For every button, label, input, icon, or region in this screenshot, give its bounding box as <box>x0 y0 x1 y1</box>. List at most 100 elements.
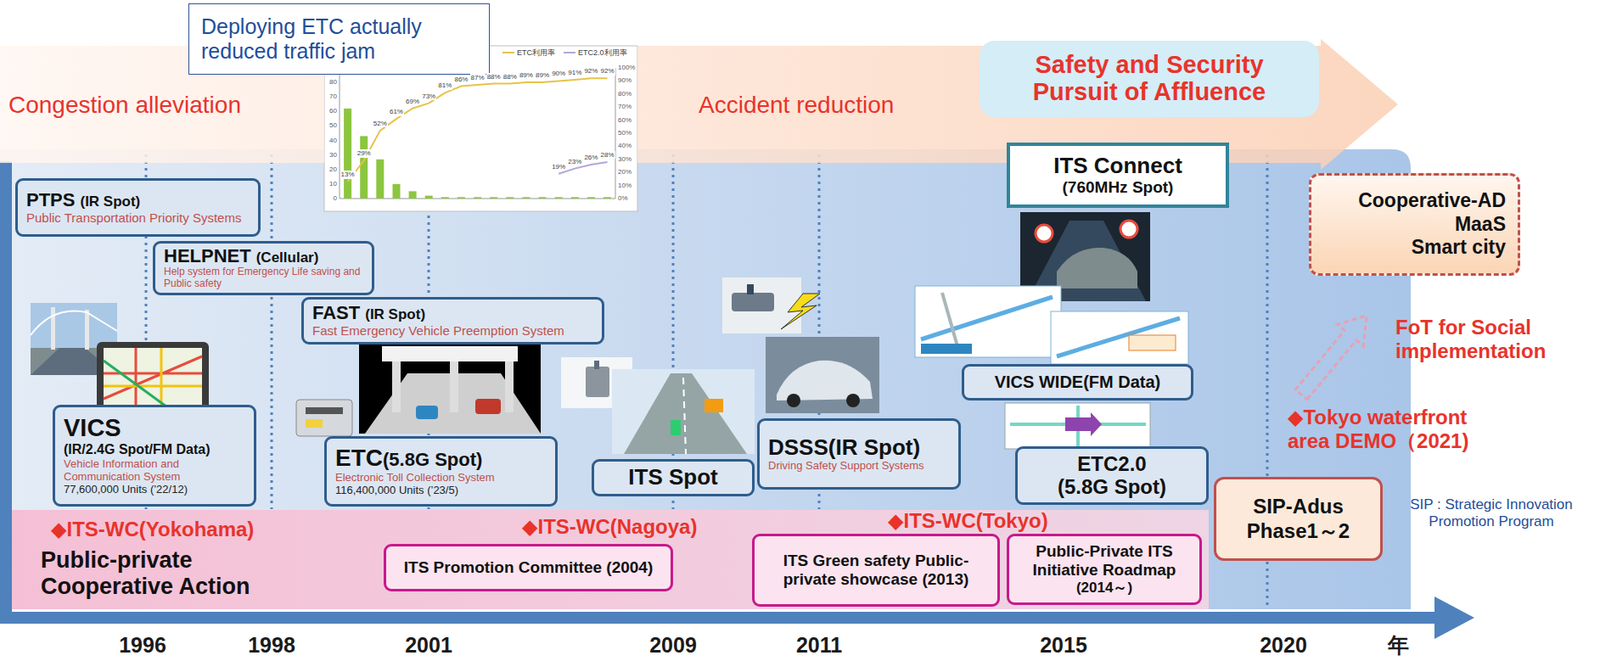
initiative-box: ITS Promotion Committee (2004) <box>383 544 674 592</box>
year-tick: 2011 <box>796 633 843 658</box>
system-name: FAST <box>312 302 360 324</box>
road-scene <box>611 369 755 455</box>
legend-entry: ETC2.0利用率 <box>563 48 628 58</box>
route-map <box>915 286 1062 358</box>
data-value: 26% <box>583 153 599 163</box>
goal-text: Safety and Security <box>988 51 1311 79</box>
data-value: 92% <box>583 67 599 76</box>
route-map <box>1004 403 1151 450</box>
axis-tick: 80 <box>329 78 337 87</box>
system-description: Help system for Emergency Life saving an… <box>163 266 364 291</box>
system-box: HELPNET(Cellular)Help system for Emergen… <box>152 241 375 296</box>
axis-tick: 10% <box>617 181 632 191</box>
axis-tick: 10 <box>329 179 337 189</box>
box-content: Public-Private ITS Initiative Roadmap(20… <box>1016 542 1193 596</box>
system-name: ITS Spot <box>600 465 746 491</box>
axis-unit: 年 <box>1387 633 1410 658</box>
data-value: 81% <box>437 81 453 90</box>
initiative-text: ITS Promotion Committee (2004) <box>392 558 664 578</box>
axis-tick: 70% <box>617 102 632 112</box>
data-value: 19% <box>550 162 567 172</box>
system-medium: (5.8G Spot) <box>382 449 483 471</box>
system-name: VICS <box>63 415 246 443</box>
system-name: ETC <box>335 444 383 472</box>
box-content: FAST(IR Spot)Fast Emergency Vehicle Pree… <box>312 303 594 338</box>
axis-tick: 0% <box>617 194 629 203</box>
data-value: 87% <box>470 73 486 83</box>
system-box: PTPS(IR Spot)Public Transportation Prior… <box>15 178 261 237</box>
data-value: 61% <box>388 107 405 117</box>
axis-tick: 50% <box>617 129 632 138</box>
event-marker: ◆ITS-WC(Yokohama) <box>50 518 254 541</box>
data-value: 13% <box>340 170 356 180</box>
system-box: VICS WIDE(FM Data) <box>961 364 1194 401</box>
year-tick: 2001 <box>404 633 453 658</box>
system-description: Electronic Toll Collection System <box>335 471 547 485</box>
axis-tick: 90% <box>617 76 632 85</box>
system-name: HELPNET <box>163 245 252 267</box>
callout-text: Deploying ETC actually reduced traffic j… <box>201 14 478 64</box>
system-box: ETC2.0(5.8G Spot) <box>1015 446 1209 506</box>
box-content: Cooperative-ADMaaSSmart city <box>1323 189 1506 260</box>
lightning-symbol <box>780 293 820 330</box>
system-name: ETC2.0 <box>1024 453 1200 476</box>
data-value: 52% <box>372 119 388 129</box>
box-content: PTPS(IR Spot)Public Transportation Prior… <box>26 190 250 225</box>
data-value: 73% <box>421 92 437 102</box>
box-content: SIP-Adus Phase1～2 <box>1223 494 1374 545</box>
future-box: Cooperative-ADMaaSSmart city <box>1308 173 1521 276</box>
system-description: Vehicle Information and Communication Sy… <box>63 458 246 484</box>
data-value: 88% <box>486 72 502 82</box>
axis-tick: 40 <box>329 136 337 146</box>
axis-tick: 20% <box>617 168 632 177</box>
axis-tick: 70 <box>329 92 337 102</box>
box-content: DSSS(IR Spot)Driving Safety Support Syst… <box>768 435 950 473</box>
year-tick: 2009 <box>649 633 697 658</box>
system-box: DSSS(IR Spot)Driving Safety Support Syst… <box>757 418 961 490</box>
data-value: 28% <box>600 151 616 160</box>
box-content: HELPNET(Cellular)Help system for Emergen… <box>163 246 364 291</box>
system-medium: (5.8G Spot) <box>1024 476 1200 499</box>
system-medium: (IR Spot) <box>364 306 426 323</box>
callout-box: Deploying ETC actually reduced traffic j… <box>188 3 490 75</box>
axis-tick: 40% <box>617 141 632 151</box>
data-value: 92% <box>600 67 616 76</box>
unit-count: 77,600,000 Units (’22/12) <box>63 483 246 497</box>
data-value: 91% <box>567 68 583 78</box>
year-tick: 2015 <box>1039 633 1088 658</box>
system-name: PTPS <box>26 189 75 211</box>
system-medium: (IR Spot) <box>79 193 141 210</box>
event-marker: ◆ITS-WC(Tokyo) <box>887 510 1049 533</box>
box-content: VICS WIDE(FM Data) <box>971 372 1185 393</box>
data-value: 86% <box>453 75 469 85</box>
unit-count: 116,400,000 Units (’23/5) <box>335 484 547 498</box>
future-item: Cooperative-AD <box>1323 189 1506 214</box>
box-content: ITS Green safety Public-private showcase… <box>761 551 991 590</box>
box-content: Safety and SecurityPursuit of Affluence <box>988 51 1311 107</box>
legend-entry: ETC利用率 <box>502 48 556 58</box>
box-content: ITS Promotion Committee (2004) <box>392 558 664 578</box>
system-box: ETC(5.8G Spot)Electronic Toll Collection… <box>324 436 558 507</box>
system-description: Fast Emergency Vehicle Preemption System <box>312 323 594 338</box>
phase-label: Congestion alleviation <box>8 91 242 119</box>
car-photo <box>765 336 880 414</box>
year-tick: 1998 <box>247 633 296 658</box>
initiative-box: ITS Green safety Public-private showcase… <box>752 533 1000 607</box>
era-panel <box>0 149 1411 610</box>
data-value: 90% <box>550 69 567 79</box>
dashed-arrow <box>1295 315 1367 400</box>
etc-device <box>296 399 353 437</box>
legend-line <box>563 49 576 57</box>
system-medium: (760MHz Spot) <box>1016 178 1219 197</box>
axis-tick: 50 <box>329 121 337 130</box>
axis-tick: 60% <box>617 116 632 125</box>
axis-bar <box>0 161 12 624</box>
box-content: ITS Connect(760MHz Spot) <box>1016 153 1219 197</box>
route-map <box>1050 311 1189 365</box>
year-tick: 1996 <box>118 633 167 658</box>
initiative-text: Public-Private ITS Initiative Roadmap <box>1016 542 1193 580</box>
data-value: 29% <box>356 149 372 158</box>
phase-label: Accident reduction <box>698 91 894 119</box>
data-value: 88% <box>502 72 518 82</box>
